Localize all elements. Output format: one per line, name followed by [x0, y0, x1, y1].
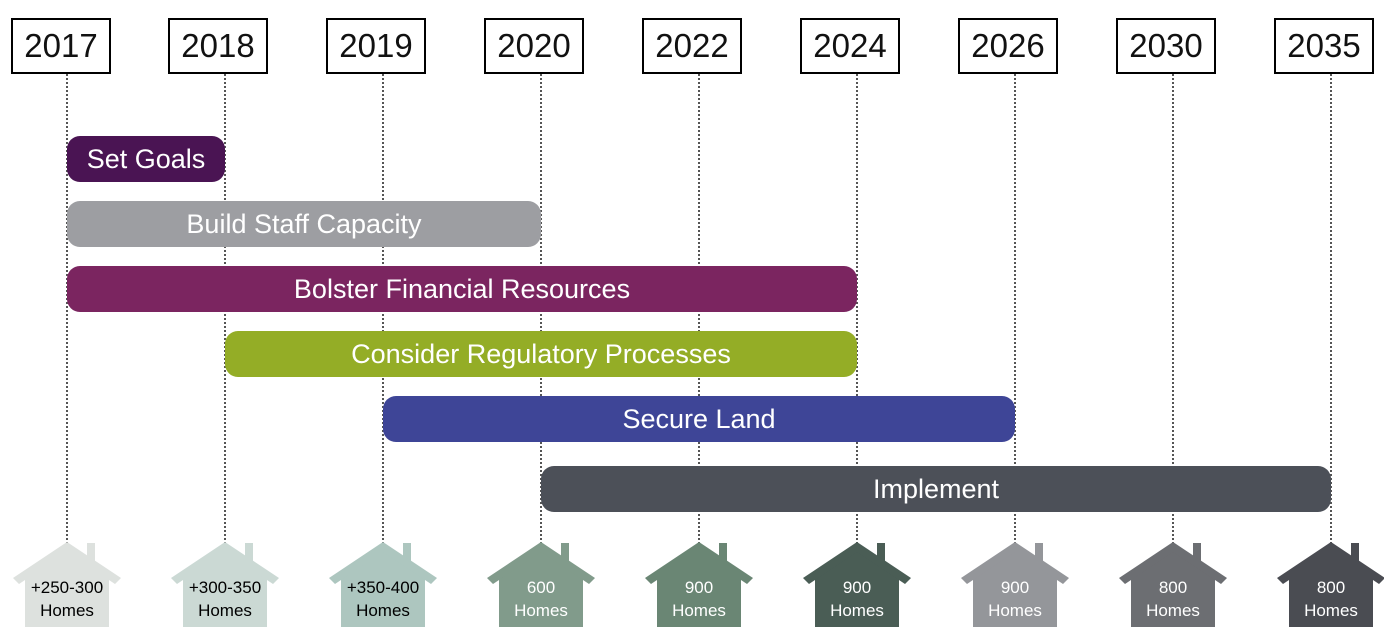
home-count-unit: Homes	[830, 601, 884, 620]
home-count: +300-350	[188, 578, 262, 597]
phase-label: Set Goals	[86, 143, 206, 174]
home-count-unit: Homes	[514, 601, 568, 620]
phase-bar-implement: Implement	[541, 466, 1331, 512]
year-box-2017: 2017	[11, 18, 111, 74]
phase-label: Build Staff Capacity	[186, 208, 422, 239]
year-box-2018: 2018	[168, 18, 268, 74]
year-box-2022: 2022	[642, 18, 742, 74]
home-count-unit: Homes	[672, 601, 726, 620]
phase-bar-bolster-financial-resources: Bolster Financial Resources	[67, 266, 857, 312]
year-box-2020: 2020	[484, 18, 584, 74]
guideline-2026	[1014, 74, 1016, 544]
phase-label: Secure Land	[622, 403, 776, 434]
home-count-unit: Homes	[198, 601, 252, 620]
guideline-2035	[1330, 74, 1332, 544]
home-count-unit: Homes	[1304, 601, 1358, 620]
home-count: +350-400	[346, 578, 420, 597]
home-count: 900	[842, 578, 872, 597]
home-count: 800	[1158, 578, 1188, 597]
year-box-2024: 2024	[800, 18, 900, 74]
home-count: 900	[1000, 578, 1030, 597]
guideline-2017	[66, 74, 68, 544]
phase-bar-set-goals: Set Goals	[67, 136, 225, 182]
home-count-unit: Homes	[1146, 601, 1200, 620]
phase-label: Implement	[872, 473, 1000, 504]
year-box-2019: 2019	[326, 18, 426, 74]
year-box-2030: 2030	[1116, 18, 1216, 74]
phase-bar-consider-regulatory-processes: Consider Regulatory Processes	[225, 331, 857, 377]
year-box-2035: 2035	[1274, 18, 1374, 74]
home-count-unit: Homes	[40, 601, 94, 620]
phase-label: Bolster Financial Resources	[293, 273, 631, 304]
home-count: +250-300	[30, 578, 104, 597]
year-box-2026: 2026	[958, 18, 1058, 74]
home-count: 600	[526, 578, 556, 597]
phase-label: Consider Regulatory Processes	[351, 338, 731, 369]
phase-bar-build-staff-capacity: Build Staff Capacity	[67, 201, 541, 247]
home-count-unit: Homes	[988, 601, 1042, 620]
home-count: 900	[684, 578, 714, 597]
guideline-2024	[856, 74, 858, 544]
guideline-2030	[1172, 74, 1174, 544]
home-count: 800	[1316, 578, 1346, 597]
home-count-unit: Homes	[356, 601, 410, 620]
phase-bar-secure-land: Secure Land	[383, 396, 1015, 442]
